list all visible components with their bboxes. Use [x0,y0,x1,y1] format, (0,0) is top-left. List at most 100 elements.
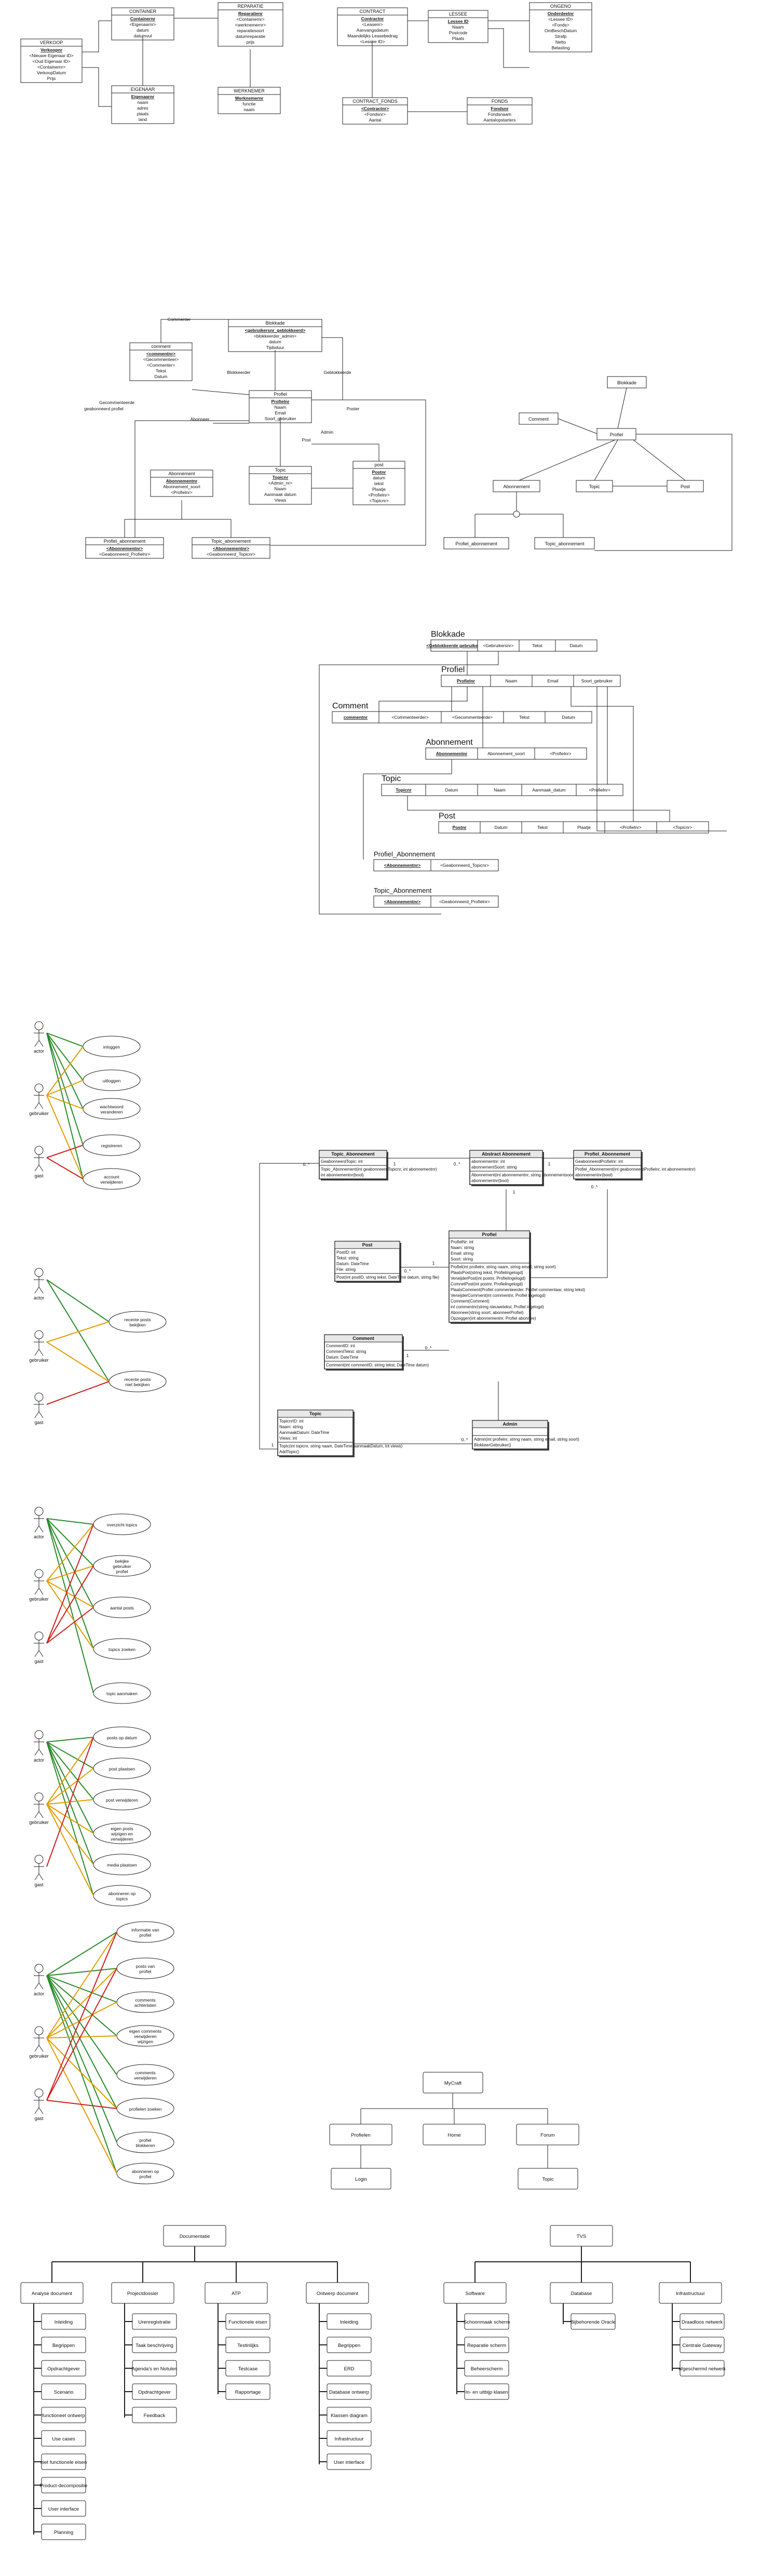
container-entity-attr: <Eigenaarnr> [129,22,156,27]
wbs-documentatie-item-box [327,2360,372,2377]
connector [617,387,627,429]
rel-profiel-title: Profiel [441,665,465,674]
connector [558,418,598,434]
reparatie-entity-attr: <werknemernr> [235,22,266,28]
class-post-attribute: Datum: DateTime [336,1262,369,1266]
wbs-documentatie-item: Rapportage [225,2383,270,2400]
usecase-label: blokkeren [136,2143,155,2148]
usecase-label: eigen comments [129,2029,161,2034]
usecase-label: abonneren op [108,1891,136,1896]
rel-topic-col: <Profielnr> [589,787,610,793]
connector [134,420,249,538]
wbs-tvs-column-box [659,2282,722,2304]
wbs-documentatie-item: Taak beschrijving [132,2337,177,2353]
contract-fonds-entity-box [342,97,408,125]
erd2-profiel-title: Profiel [274,392,287,397]
concept-label: Profiel [610,432,623,437]
wbs-documentatie-column: Ontwerp document [306,2282,369,2304]
wbs-documentatie-column-label: ATP [232,2291,241,2297]
wbs-tvs-item: In- en uitbijp klasen [464,2383,509,2400]
class-multiplicity: 0..* [461,1437,468,1442]
actor-leg [34,1588,39,1595]
usecase-label: eigen posts [111,1826,133,1831]
uc1-case: registreren [83,1134,141,1156]
uc1-association [46,1032,84,1179]
usecase-label: verwijderen [134,2075,157,2081]
actor-label: gebruiker [29,1820,49,1825]
contract-entity: CONTRACTContractnr<Leasenr>Aanvangsdatum… [337,7,408,46]
uc5-association [46,1931,117,2101]
class-post-header [334,1241,400,1249]
wbs-tvs-item-label: Reparatie scherm [467,2343,506,2349]
sitemap-node: Topic [518,2168,578,2190]
rel-post-col: Postnr [453,825,467,830]
wbs-tvs-item-box [464,2313,509,2330]
uc4-association [46,1737,94,1805]
wbs-tvs-item-label: afgeschermd netwerk [678,2366,726,2372]
usecase-label: post plaatsen [109,1766,135,1772]
class-topic-attribute: Naam: string [279,1425,303,1429]
ongeno-entity-attr: OmBeschDatum [545,28,577,33]
actor-head-icon [34,1631,44,1641]
actor-head-icon [34,1964,44,1973]
wbs-documentatie-item: Begrippen [41,2337,86,2353]
connector [378,687,468,712]
actor-leg [38,1982,44,1990]
wbs-documentatie-item-label: functioneel ontwerp [42,2413,85,2419]
usecase-label: achterlaten [134,2003,156,2008]
wbs-documentatie-item-label: Agenda's en Notulen [132,2366,178,2372]
wbs-documentatie-item-box [132,2407,177,2423]
usecase-label: comments [135,1997,155,2003]
wbs-documentatie-item: Opdrachtgever [132,2383,177,2400]
class-topic-attribute: AanmaakDatum: DateTime [279,1430,330,1435]
rel-blokkade-title: Blokkade [431,630,465,639]
class-profiel-operation: int commentnr(string nieuwetekst, Profie… [451,1305,544,1309]
actor-leg [38,1525,44,1533]
uc5-association [46,2035,117,2038]
uc1-case: uitloggen [83,1069,141,1091]
eigenaar-entity-box [111,85,174,124]
uc5-association [46,1975,117,2109]
wbs-tvs-column-box [550,2282,613,2304]
erd2-topic-title: Topic [275,467,286,473]
erd2-comment-attr: <Commenter> [147,363,175,368]
actor-leg [34,1749,39,1756]
rel-post-col: Tekst [537,825,548,830]
connector [407,796,670,822]
class-abstract-abonnement-title: Abstract Abonnement [482,1151,531,1157]
uc4-actor-actor: actor [34,1730,44,1763]
class-comment-operation: Comment(int commentID, string tekst, Dat… [326,1363,429,1367]
uc3-actor-gast: gast [34,1631,44,1664]
reparatie-entity-attr: <Containernr> [236,17,264,22]
reparatie-entity-attr: datumreparatie [236,34,265,39]
wbs-tvs-item-box [571,2313,616,2330]
wbs-documentatie-item-label: Feedback [144,2413,166,2419]
wbs-documentatie-item-box [327,2453,372,2470]
erd2-abonnement-attr: Abonnementnr [166,478,198,484]
eigenaar-entity-attr: naam [137,100,148,105]
erd2-blokkade-box [228,319,322,352]
erd2-topic-attr: Aanmaak datum [264,492,296,497]
wbs-tvs-column-label: Database [571,2291,592,2297]
concept-junction [513,511,520,518]
wbs-documentatie-item-box [225,2337,270,2353]
actor-head-icon [34,1083,44,1093]
wbs-documentatie-item-box [41,2313,86,2330]
wbs-tvs-column: Infrastructuur [659,2282,722,2304]
uc4-association [46,1804,94,1896]
class-profiel-abonnement-title: Profiel_Abonnement [585,1151,630,1157]
erd2-relation-label: Gecommenteerde [99,400,134,405]
actor-leg [34,1982,39,1990]
erd2-relation-label: Admin [321,430,333,435]
sitemap-root-label: MyCraft [444,2081,462,2086]
rel-blokkade-col: <Gebruikersnr> [483,643,513,648]
erd2-relation-label: Geblokkeerde [324,370,351,375]
wbs-documentatie-item: Product-decompositie [40,2477,87,2493]
werknemer-entity-attr: functie [242,101,255,106]
reparatie-entity-attr: prijs [247,39,255,45]
